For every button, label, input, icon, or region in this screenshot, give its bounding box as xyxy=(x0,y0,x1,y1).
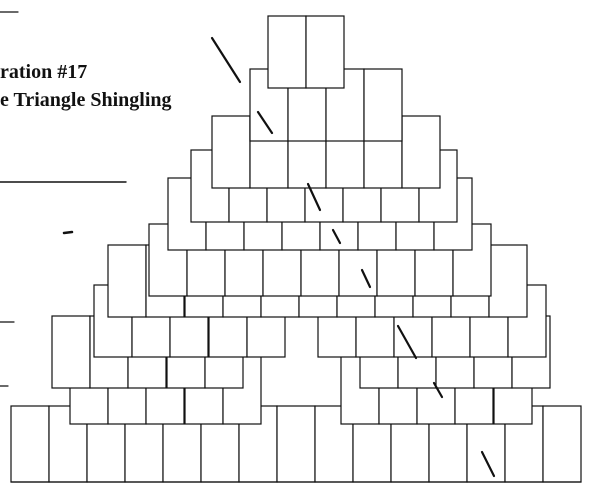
pencil-stroke-7 xyxy=(480,450,496,478)
pencil-strokes xyxy=(210,36,496,478)
pencil-stroke-5 xyxy=(396,324,418,360)
shingle-course-10-0 xyxy=(267,15,307,89)
shingle-course-0-0 xyxy=(10,405,50,483)
pencil-stroke-3 xyxy=(331,228,342,245)
shingle-course-4-10 xyxy=(488,244,528,318)
shingle-stack xyxy=(10,15,582,483)
shingle-course-8-0 xyxy=(211,115,251,189)
shingle-course-0-14 xyxy=(542,405,582,483)
scan-mark-2 xyxy=(62,230,74,235)
pencil-stroke-2 xyxy=(306,182,322,212)
illustration-title: e Triangle Shingling xyxy=(0,89,172,111)
shingle-course-9-3 xyxy=(363,68,403,142)
shingle-course-4-0 xyxy=(107,244,147,318)
shingle-course-10-1 xyxy=(305,15,345,89)
shingle-course-2-0 xyxy=(51,315,91,389)
pencil-stroke-4 xyxy=(360,268,372,289)
pencil-stroke-1 xyxy=(256,110,274,135)
pencil-stroke-6 xyxy=(432,381,444,399)
shingle-course-8-5 xyxy=(401,115,441,189)
scan-marks xyxy=(0,11,127,387)
illustration-number: ration #17 xyxy=(0,61,88,83)
pencil-stroke-0 xyxy=(210,36,242,84)
shingle-course-0-7 xyxy=(276,405,316,483)
illustration-caption: ration #17 e Triangle Shingling xyxy=(0,58,174,114)
